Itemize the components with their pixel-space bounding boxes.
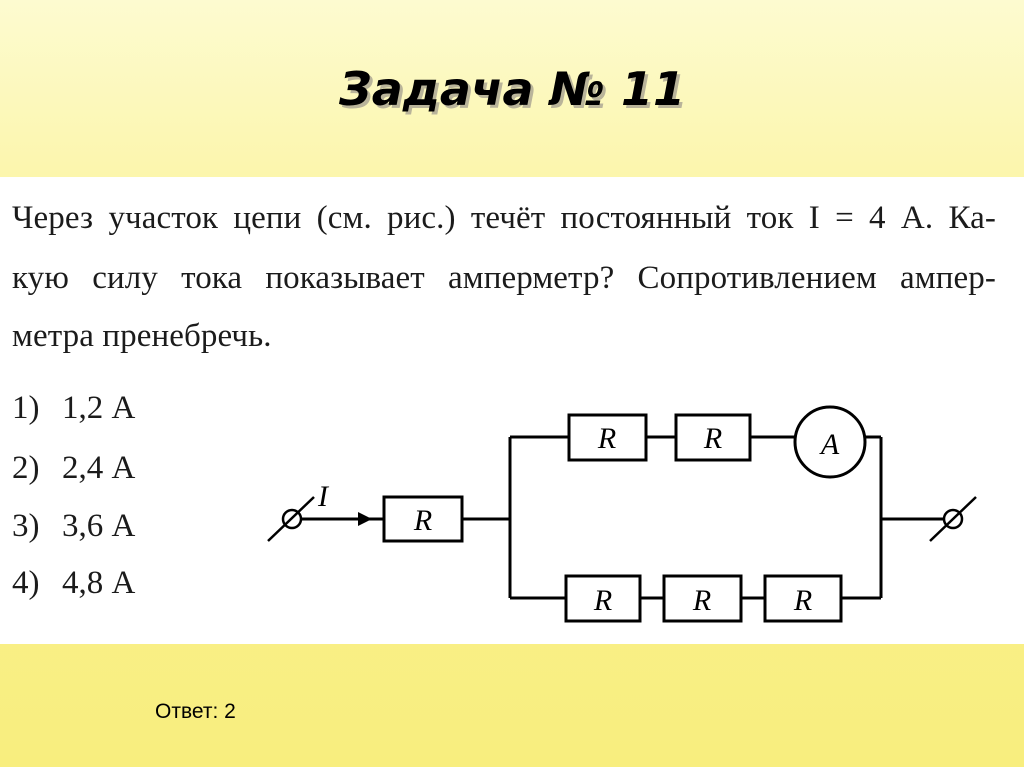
- answer-text: Ответ: 2: [155, 700, 236, 723]
- answer-option-1: 1) 1,2 А: [12, 390, 135, 427]
- option-value: 2,4 А: [62, 450, 136, 486]
- question-line-2: кую силу тока показывает амперметр? Сопр…: [12, 260, 996, 296]
- answer-option-2: 2) 2,4 А: [12, 450, 135, 487]
- ammeter-label: A: [819, 428, 840, 461]
- resistor-bottom-1: R: [564, 574, 642, 623]
- answer-option-3: 3) 3,6 А: [12, 508, 135, 545]
- option-number: 4): [12, 565, 40, 601]
- resistor-label: R: [692, 584, 711, 617]
- resistor-label: R: [703, 422, 722, 455]
- resistor-input: R: [382, 495, 464, 543]
- current-label: I: [317, 480, 330, 513]
- resistor-top-2: R: [674, 413, 752, 462]
- option-value: 4,8 А: [62, 565, 136, 601]
- option-number: 3): [12, 508, 40, 544]
- option-value: 1,2 А: [62, 390, 136, 426]
- problem-panel: [0, 177, 1024, 644]
- current-arrow-icon: [358, 512, 372, 526]
- answer-option-4: 4) 4,8 А: [12, 565, 135, 602]
- slide-title: Задача № 11: [339, 62, 685, 116]
- question-line-1: Через участок цепи (см. рис.) течёт пост…: [12, 200, 996, 236]
- resistor-label: R: [793, 584, 812, 617]
- output-terminal: [929, 496, 977, 542]
- resistor-bottom-2: R: [662, 574, 743, 623]
- option-value: 3,6 А: [62, 508, 136, 544]
- option-number: 1): [12, 390, 40, 426]
- resistor-bottom-3: R: [763, 574, 843, 623]
- resistor-label: R: [597, 422, 616, 455]
- option-number: 2): [12, 450, 40, 486]
- question-line-3: метра пренебречь.: [12, 318, 272, 354]
- resistor-label: R: [593, 584, 612, 617]
- ammeter: A: [793, 405, 867, 479]
- resistor-top-1: R: [567, 413, 648, 462]
- resistor-label: R: [413, 504, 432, 537]
